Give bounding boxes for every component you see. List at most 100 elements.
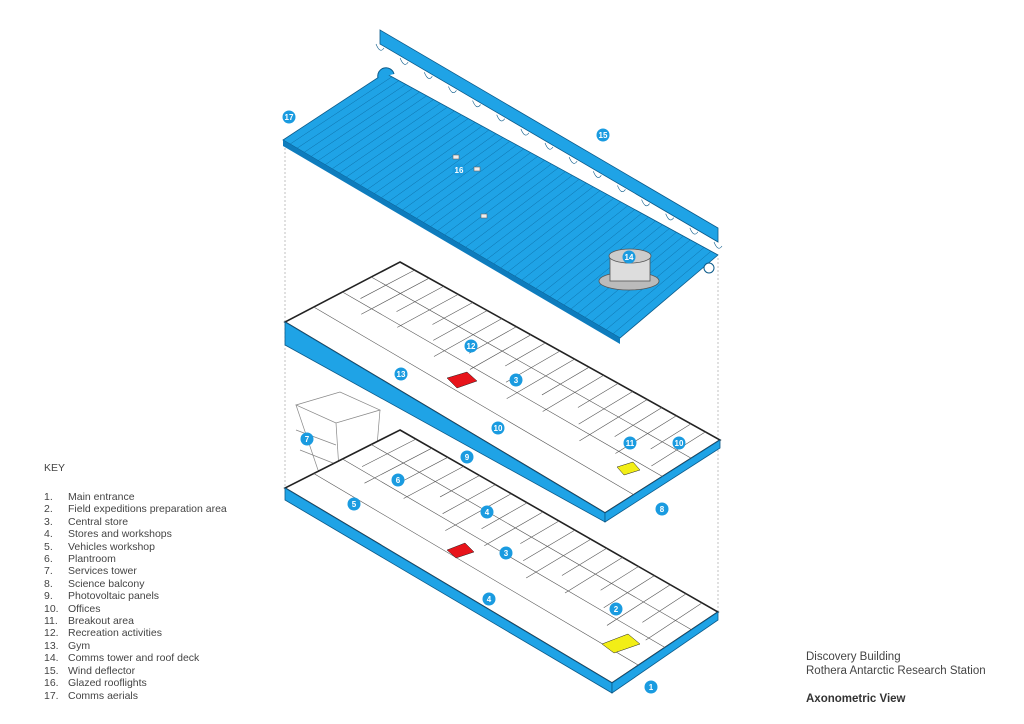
key-label: Gym (68, 639, 91, 652)
key-number: 9. (44, 590, 53, 603)
key-label: Central store (68, 515, 129, 528)
marker-number: 9 (465, 453, 470, 462)
view-title: Axonometric View (806, 693, 906, 705)
callout-marker-12: 12 (464, 339, 478, 353)
key-label: Recreation activities (68, 627, 162, 640)
key-item: 11. Breakout area (44, 615, 227, 627)
projection-lines (284, 140, 719, 612)
marker-number: 14 (625, 253, 634, 262)
key-item: 15. Wind deflector (44, 665, 227, 677)
marker-number: 4 (487, 595, 492, 604)
key-item: 6. Plantroom (44, 553, 227, 565)
key-label: Services tower (68, 565, 137, 578)
key-item: 1.Main entrance (44, 491, 227, 503)
callout-marker-10: 10 (672, 436, 686, 450)
site-name: Rothera Antarctic Research Station (806, 665, 986, 677)
key-item: 5. Vehicles workshop (44, 541, 227, 553)
key-label: Comms tower and roof deck (68, 652, 200, 665)
key-label: Science balcony (68, 577, 145, 590)
callout-marker-4: 4 (482, 592, 496, 606)
key-number: 10. (44, 602, 59, 615)
key-number: 14. (44, 652, 59, 665)
marker-number: 15 (599, 131, 608, 140)
marker-number: 6 (396, 476, 401, 485)
key-label: Breakout area (68, 615, 134, 628)
marker-number: 4 (485, 508, 490, 517)
key-number: 16. (44, 677, 59, 690)
marker-number: 8 (660, 505, 665, 514)
key-label: Offices (68, 602, 101, 615)
callout-marker-3: 3 (509, 373, 523, 387)
upper-floor (283, 261, 722, 523)
key-label: Comms aerials (68, 689, 139, 702)
marker-number: 12 (467, 342, 476, 351)
callout-marker-7: 7 (300, 432, 314, 446)
key-item: 9. Photovoltaic panels (44, 590, 227, 602)
key-item: 4. Stores and workshops (44, 528, 227, 540)
key-item: 7. Services tower (44, 565, 227, 577)
key-number: 17. (44, 689, 59, 702)
callout-marker-11: 11 (623, 436, 637, 450)
title-block: Discovery Building Rothera Antarctic Res… (806, 650, 986, 706)
callout-marker-8: 8 (655, 502, 669, 516)
key-label: Field expeditions preparation area (68, 503, 227, 516)
marker-number: 11 (626, 439, 635, 448)
marker-number: 3 (504, 549, 509, 558)
marker-number: 5 (352, 500, 357, 509)
key-number: 8. (44, 577, 53, 590)
key-number: 2. (44, 503, 53, 516)
glazed-rooflights (452, 154, 488, 219)
key-item: 2. Field expeditions preparation area (44, 503, 227, 515)
roof (282, 67, 719, 344)
key-item: 13.Gym (44, 640, 227, 652)
key-label: Wind deflector (68, 664, 136, 677)
key-item: 17. Comms aerials (44, 690, 227, 702)
key-number: 5. (44, 540, 53, 553)
callout-marker-17: 17 (282, 110, 296, 124)
marker-number: 16 (455, 166, 464, 175)
marker-number: 10 (494, 424, 503, 433)
marker-number: 1 (649, 683, 654, 692)
key-item: 10. Offices (44, 603, 227, 615)
key-number: 12. (44, 627, 59, 640)
marker-number: 10 (675, 439, 684, 448)
marker-number: 2 (614, 605, 619, 614)
key-item: 14. Comms tower and roof deck (44, 652, 227, 664)
key-number: 11. (44, 615, 58, 628)
callout-marker-6: 6 (391, 473, 405, 487)
marker-number: 7 (305, 435, 310, 444)
key-number: 6. (44, 553, 53, 566)
callout-marker-9: 9 (460, 450, 474, 464)
callout-marker-14: 14 (622, 250, 636, 264)
key-label: Stores and workshops (68, 528, 172, 541)
callout-marker-5: 5 (347, 497, 361, 511)
marker-number: 3 (514, 376, 519, 385)
callout-marker-3: 3 (499, 546, 513, 560)
marker-number: 17 (285, 113, 294, 122)
key-label: Main entrance (68, 491, 135, 503)
callout-marker-15: 15 (596, 128, 610, 142)
key-item: 3. Central store (44, 516, 227, 528)
key-label: Glazed rooflights (68, 677, 147, 690)
callout-marker-16: 16 (452, 163, 466, 177)
key-number: 3. (44, 515, 53, 528)
key-label: Plantroom (68, 553, 116, 566)
marker-number: 13 (397, 370, 406, 379)
key-number: 7. (44, 565, 53, 578)
key-title: KEY (44, 462, 66, 474)
building-name: Discovery Building (806, 651, 901, 663)
key-label: Vehicles workshop (68, 540, 155, 553)
callout-marker-4: 4 (480, 505, 494, 519)
key-label: Photovoltaic panels (68, 590, 160, 603)
callout-marker-2: 2 (609, 602, 623, 616)
key-number: 15. (44, 664, 59, 677)
key-number: 4. (44, 528, 53, 541)
callout-marker-1: 1 (644, 680, 658, 694)
callout-marker-13: 13 (394, 367, 408, 381)
callout-marker-10: 10 (491, 421, 505, 435)
key-item: 8. Science balcony (44, 578, 227, 590)
key-item: 16. Glazed rooflights (44, 677, 227, 689)
wind-deflector (375, 29, 723, 249)
